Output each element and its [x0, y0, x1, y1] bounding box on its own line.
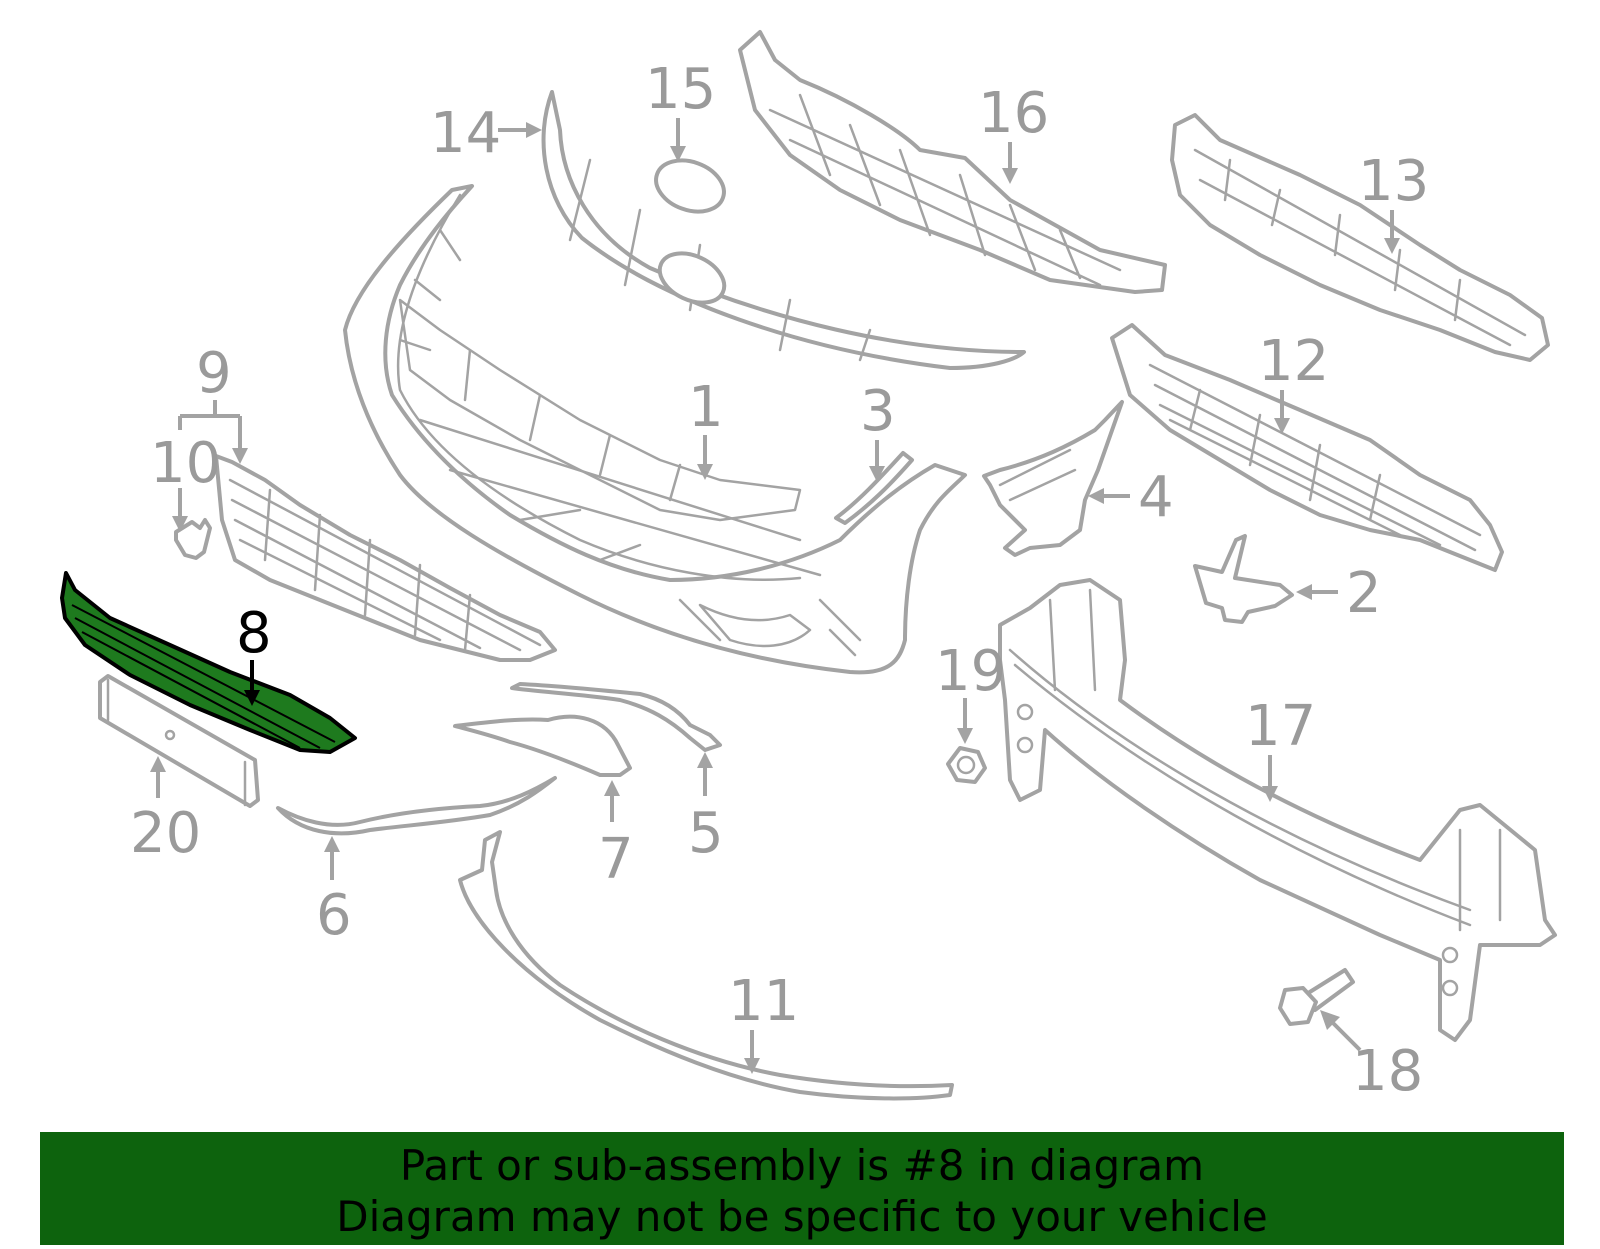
- callout-1-label: 1: [688, 375, 724, 440]
- part-7-fog-bezel[interactable]: [453, 714, 632, 777]
- callout-13-label: 13: [1358, 149, 1429, 214]
- callout-8: 8: [236, 601, 272, 706]
- callout-18: 18: [1320, 1010, 1423, 1104]
- part-1-upper-rail: [398, 298, 802, 522]
- callout-7: 7: [598, 780, 634, 892]
- callout-5: 5: [688, 752, 724, 866]
- part-13-energy-absorber[interactable]: [1170, 113, 1550, 362]
- callout-18-label: 18: [1352, 1039, 1423, 1104]
- callout-15: 15: [645, 57, 716, 162]
- part-10-clip[interactable]: [174, 518, 212, 560]
- callout-14-label: 14: [430, 101, 501, 166]
- callout-16: 16: [978, 81, 1049, 184]
- callout-8-label: 8: [236, 601, 272, 666]
- callout-20-label: 20: [130, 801, 201, 866]
- part-18-bolt[interactable]: [1278, 968, 1355, 1026]
- part-8-lower-valance[interactable]: [60, 571, 357, 754]
- callout-12-label: 12: [1258, 329, 1329, 394]
- part-3-side-bracket[interactable]: [834, 451, 914, 525]
- callout-6: 6: [316, 836, 352, 948]
- callout-7-label: 7: [598, 827, 634, 892]
- callout-4: 4: [1088, 465, 1174, 530]
- callout-3: 3: [860, 379, 896, 482]
- info-banner: Part or sub-assembly is #8 in diagram Di…: [40, 1132, 1564, 1245]
- callout-11: 11: [728, 969, 799, 1074]
- callout-2: 2: [1296, 561, 1382, 626]
- callout-17-label: 17: [1245, 694, 1316, 759]
- part-5-side-trim[interactable]: [510, 682, 722, 752]
- part-20-plate-bracket[interactable]: [98, 674, 260, 808]
- part-2-bracket[interactable]: [1193, 534, 1294, 624]
- banner-line-2: Diagram may not be specific to your vehi…: [336, 1192, 1268, 1241]
- callout-9: 9: [178, 341, 248, 464]
- part-4-corner-bracket[interactable]: [982, 400, 1124, 557]
- part-14-upper-trim[interactable]: [541, 90, 1026, 370]
- callout-20: 20: [130, 756, 201, 866]
- callout-11-label: 11: [728, 969, 799, 1034]
- callout-12: 12: [1258, 329, 1329, 434]
- callout-2-label: 2: [1346, 561, 1382, 626]
- callout-3-label: 3: [860, 379, 896, 444]
- callout-4-label: 4: [1138, 465, 1174, 530]
- part-16-grille-bracket[interactable]: [738, 30, 1167, 294]
- part-15-emblem[interactable]: [649, 151, 731, 220]
- callout-10: 10: [150, 431, 221, 532]
- callout-5-label: 5: [688, 801, 724, 866]
- callout-19-label: 19: [935, 639, 1006, 704]
- callout-13: 13: [1358, 149, 1429, 254]
- callout-9-label: 9: [196, 341, 232, 406]
- callout-6-label: 6: [316, 883, 352, 948]
- callout-10-label: 10: [150, 431, 221, 496]
- part-12-lower-grille[interactable]: [1110, 323, 1504, 572]
- callout-1: 1: [688, 375, 724, 480]
- part-1-bumper-cover[interactable]: [343, 184, 967, 675]
- callout-17: 17: [1245, 694, 1316, 802]
- callout-16-label: 16: [978, 81, 1049, 146]
- part-11-spoiler-lip[interactable]: [458, 830, 954, 1101]
- callout-15-label: 15: [645, 57, 716, 122]
- part-9-grille-insert[interactable]: [214, 454, 557, 662]
- callout-19: 19: [935, 639, 1006, 744]
- part-6-trim-strip[interactable]: [276, 776, 557, 836]
- part-17-reinforcement-beam[interactable]: [998, 578, 1557, 1042]
- banner-line-1: Part or sub-assembly is #8 in diagram: [399, 1141, 1205, 1190]
- part-19-nut[interactable]: [946, 746, 987, 784]
- callout-14: 14: [430, 101, 542, 166]
